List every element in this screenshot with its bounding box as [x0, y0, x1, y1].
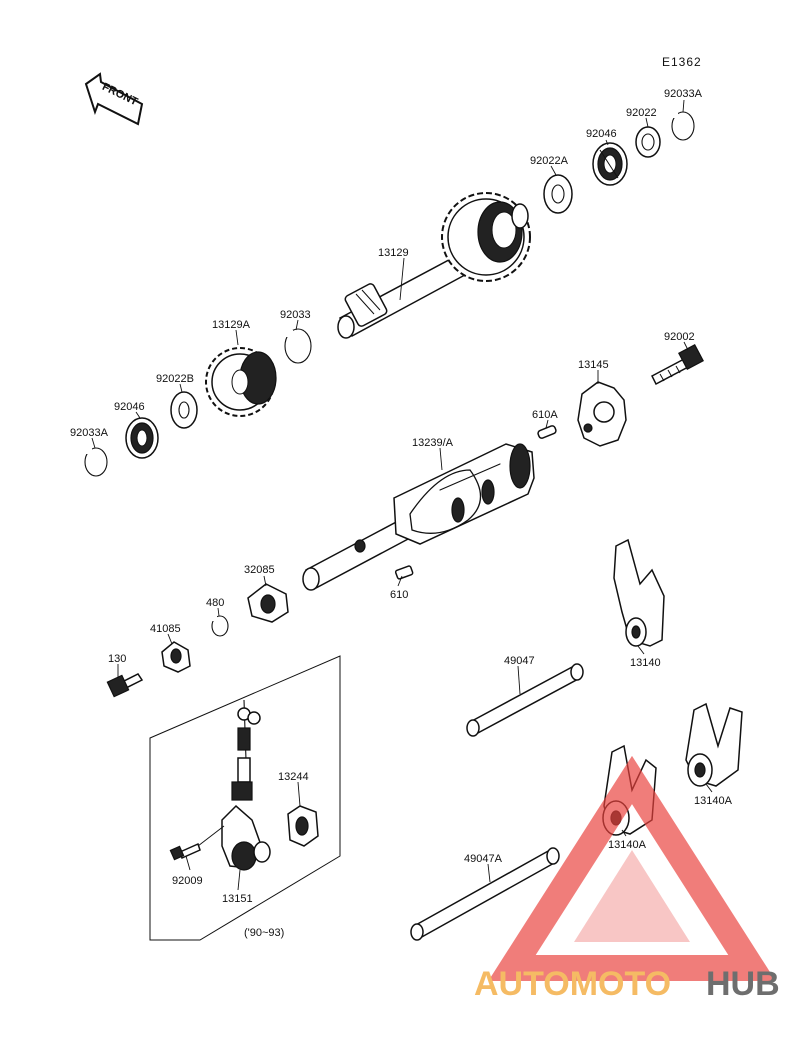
needle-bearing-92046-left: [125, 417, 159, 459]
shift-fork-13140: [613, 538, 665, 647]
bolt-130: [106, 673, 144, 698]
label-92046-top: 92046: [586, 128, 617, 140]
sensor-group-frame: [149, 655, 341, 941]
shift-drum-13239a: [302, 443, 535, 591]
label-130: 130: [108, 653, 126, 665]
watermark-text-auto-moto: AUTOMOTO: [474, 965, 671, 1003]
gear-13129-large: [441, 192, 531, 282]
gear-13129a: [205, 347, 277, 417]
washer-92022b: [170, 391, 198, 429]
washer-92022a: [543, 174, 573, 214]
cam-32085: [247, 583, 289, 623]
circlip-92033: [284, 328, 312, 364]
label-92033a-top: 92033A: [664, 88, 703, 100]
circlip-480: [211, 615, 229, 637]
circlip-92033a-left: [84, 447, 108, 477]
label-92022b: 92022B: [156, 373, 194, 385]
year-range-note: ('90~93): [244, 927, 284, 939]
watermark-logo: AUTOMOTO HUB: [474, 755, 780, 1003]
cam-13244: [287, 805, 319, 847]
label-92002: 92002: [664, 331, 695, 343]
needle-bearing-92046-top: [592, 142, 628, 186]
bolt-92002: [651, 344, 704, 386]
label-92033a-left: 92033A: [70, 427, 109, 439]
rod-49047: [466, 663, 584, 737]
neutral-switch-13151: [221, 699, 271, 871]
label-13140a-right: 13140A: [694, 795, 733, 807]
label-13145: 13145: [578, 359, 609, 371]
watermark-triangle-icon: [488, 755, 776, 981]
label-13140a-mid: 13140A: [608, 839, 647, 851]
label-92033: 92033: [280, 309, 311, 321]
pin-610a: [537, 425, 557, 439]
label-49047a: 49047A: [464, 853, 503, 865]
label-32085: 32085: [244, 564, 275, 576]
watermark-text-hub: HUB: [706, 965, 780, 1003]
label-610: 610: [390, 589, 408, 601]
rod-49047a: [410, 847, 560, 941]
label-92022: 92022: [626, 107, 657, 119]
label-13244: 13244: [278, 771, 309, 783]
label-49047: 49047: [504, 655, 535, 667]
figure-code: E1362: [662, 55, 702, 69]
washer-92022: [635, 126, 661, 158]
part-labels: 92033A 92022 92046 92022A 13129 92033 13…: [70, 88, 733, 939]
label-610a: 610A: [532, 409, 558, 421]
front-arrow-icon: FRONT: [84, 72, 144, 126]
cam-13145: [577, 381, 627, 447]
circlip-92033a-top: [670, 111, 695, 141]
leader-lines: [91, 99, 713, 891]
label-13151: 13151: [222, 893, 253, 905]
label-13129a: 13129A: [212, 319, 251, 331]
pin-610: [394, 565, 414, 580]
bolt-92009: [169, 842, 201, 861]
plate-41085: [161, 641, 191, 673]
shaft-13129: [337, 192, 531, 339]
label-13239a: 13239/A: [412, 437, 454, 449]
label-480: 480: [206, 597, 224, 609]
label-13129: 13129: [378, 247, 409, 259]
label-92022a: 92022A: [530, 155, 569, 167]
shift-fork-13140a-right: [685, 702, 743, 787]
label-92046-left: 92046: [114, 401, 145, 413]
label-92009: 92009: [172, 875, 203, 887]
label-13140: 13140: [630, 657, 661, 669]
label-41085: 41085: [150, 623, 181, 635]
